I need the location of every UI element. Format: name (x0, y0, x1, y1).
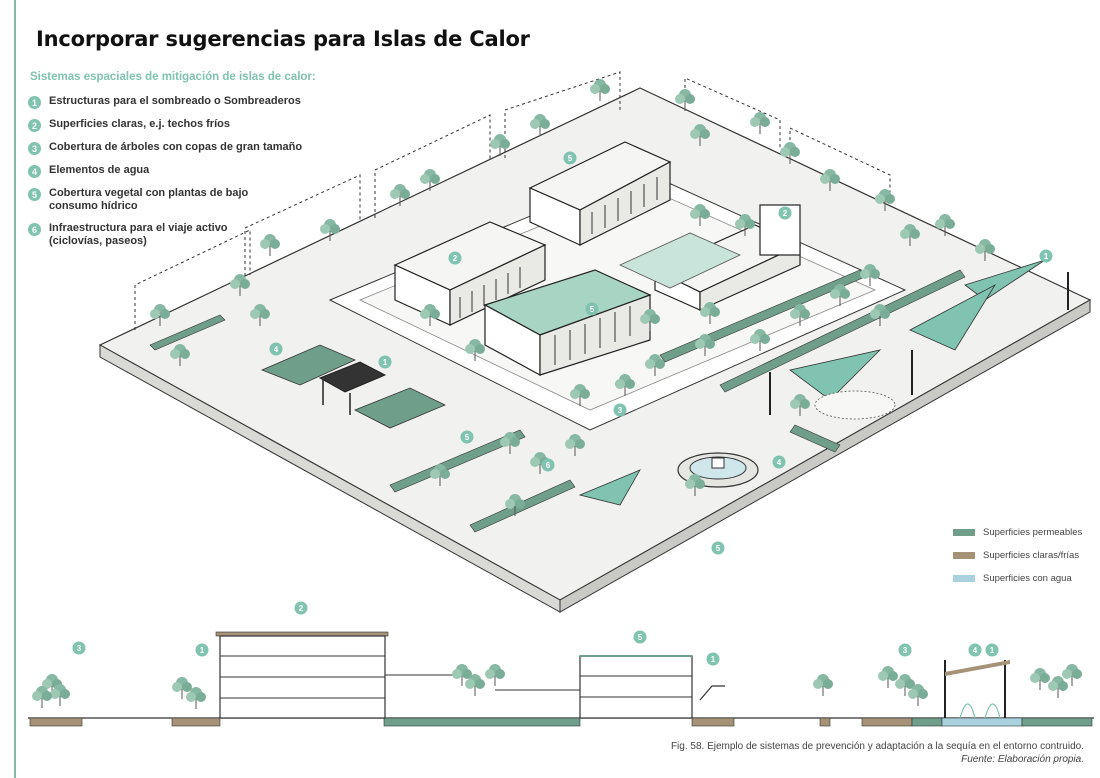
svg-text:1: 1 (200, 646, 205, 655)
planting-strips (149, 269, 966, 533)
surface-legend-item: Superficies con agua (953, 572, 1082, 584)
legend-item-tree-cover: 3 Cobertura de árboles con copas de gran… (28, 141, 358, 155)
svg-text:6: 6 (546, 461, 551, 470)
number-badge: 4 (28, 165, 41, 178)
scene-number-badges: 5 2 2 5 4 1 1 3 5 6 4 5 (269, 151, 1053, 555)
diagram-subtitle: Sistemas espaciales de mitigación de isl… (30, 71, 316, 83)
section-shade-canopy (699, 660, 1010, 719)
building-block-center (483, 269, 652, 377)
number-badge: 6 (28, 223, 41, 236)
surface-legend-item: Superficies permeables (953, 526, 1083, 538)
svg-text:3: 3 (77, 644, 82, 653)
caption-text: Fig. 58. Ejemplo de sistemas de prevenci… (670, 741, 1084, 752)
svg-text:5: 5 (568, 154, 573, 163)
number-badge: 3 (28, 142, 41, 155)
surface-label: Superficies con agua (983, 572, 1072, 584)
number-badge: 5 (28, 188, 41, 201)
section-elevation: 2 5 3 1 1 3 4 1 (28, 601, 1094, 727)
svg-text:4: 4 (777, 458, 782, 467)
legend-item-low-water-vegetation: 5 Cobertura vegetal con plantas de bajo … (28, 187, 358, 213)
pergola-structure (260, 344, 446, 429)
legend-label: Cobertura vegetal con plantas de bajo co… (49, 187, 249, 212)
surface-label: Superficies claras/frías (983, 549, 1080, 561)
legend-label: Cobertura de árboles con copas de gran t… (49, 141, 303, 153)
svg-text:4: 4 (274, 345, 279, 354)
legend-label: Estructuras para el sombreado o Sombread… (49, 95, 301, 107)
permeable-oval (814, 390, 896, 420)
water-surface-swatch (953, 574, 975, 582)
svg-text:3: 3 (903, 646, 908, 655)
number-badge: 1 (28, 96, 41, 109)
section-number-badges: 2 5 3 1 1 3 4 1 (72, 601, 999, 666)
svg-text:2: 2 (299, 604, 304, 613)
cool-surface-swatch (953, 551, 975, 559)
svg-text:1: 1 (383, 358, 388, 367)
shade-sails (578, 259, 1069, 506)
svg-text:1: 1 (990, 646, 995, 655)
svg-text:5: 5 (465, 433, 470, 442)
page-title: Incorporar sugerencias para Islas de Cal… (36, 27, 530, 51)
section-building-left (215, 631, 460, 719)
svg-text:1: 1 (711, 655, 716, 664)
legend-item-cool-surfaces: 2 Superficies claras, e.j. techos fríos (28, 118, 358, 132)
number-badge: 2 (28, 119, 41, 132)
legend-label: Superficies claras, e.j. techos fríos (49, 118, 230, 130)
building-block-top (528, 141, 672, 246)
legend-item-shade-structures: 1 Estructuras para el sombreado o Sombre… (28, 95, 358, 109)
left-border-rule (14, 0, 16, 778)
svg-text:2: 2 (783, 209, 788, 218)
courtyard-green (619, 232, 741, 289)
legend-label: Infraestructura para el viaje activo (ci… (49, 222, 228, 247)
svg-text:2: 2 (453, 254, 458, 263)
svg-text:5: 5 (716, 544, 721, 553)
svg-text:4: 4 (973, 646, 978, 655)
figure-caption: Fig. 58. Ejemplo de sistemas de prevenci… (671, 740, 1084, 766)
svg-text:5: 5 (590, 305, 595, 314)
surface-legend: Superficies permeables Superficies clara… (953, 527, 1082, 596)
svg-text:5: 5 (638, 633, 643, 642)
section-trees (31, 663, 1083, 710)
legend-item-active-travel: 6 Infraestructura para el viaje activo (… (28, 222, 358, 248)
legend-item-water-elements: 4 Elementos de agua (28, 164, 358, 178)
surface-label: Superficies permeables (983, 526, 1083, 538)
section-building-right (495, 655, 693, 719)
legend-label: Elementos de agua (49, 164, 150, 176)
caption-source: Fuente: Elaboración propia. (961, 754, 1084, 765)
surface-legend-item: Superficies claras/frías (953, 549, 1082, 561)
svg-text:1: 1 (1044, 252, 1049, 261)
svg-text:3: 3 (618, 406, 623, 415)
permeable-swatch (953, 528, 975, 536)
mitigation-legend: 1 Estructuras para el sombreado o Sombre… (28, 95, 358, 257)
dashed-shade-frames (134, 71, 891, 330)
